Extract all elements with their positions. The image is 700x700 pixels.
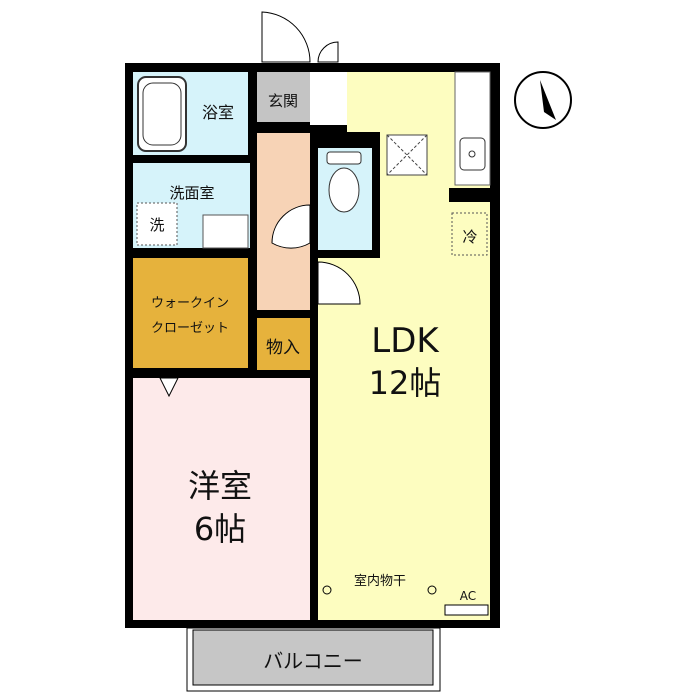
- drying-hook-icon: [427, 585, 437, 595]
- label-ldk: LDK: [371, 321, 440, 361]
- entrance: [257, 72, 310, 122]
- washer-space: [136, 202, 178, 246]
- label-ldk-size: 12帖: [369, 364, 442, 402]
- label-entrance: 玄関: [268, 92, 298, 110]
- label-storage: 物入: [266, 338, 300, 358]
- label-ac: AC: [460, 589, 476, 603]
- walkin-closet: [133, 258, 248, 368]
- pipe-space-icon: [386, 134, 428, 176]
- storage: [257, 318, 310, 370]
- ac-unit: [444, 604, 489, 616]
- toilet-icon: [326, 151, 362, 165]
- label-walkin-2: クローゼット: [151, 321, 229, 336]
- ldk: [318, 258, 490, 620]
- fridge-space: [451, 212, 488, 256]
- western-room: [133, 378, 310, 620]
- label-balcony: バルコニー: [263, 649, 363, 673]
- sink-icon: [459, 137, 486, 171]
- label-walkin-1: ウォークイン: [151, 296, 229, 311]
- label-drying: 室内物干: [354, 573, 406, 589]
- label-fridge: 冷: [462, 228, 477, 246]
- label-western: 洋室: [188, 467, 252, 505]
- entrance-door: [261, 11, 311, 63]
- label-bath: 浴室: [202, 103, 234, 122]
- ldk-door: [317, 261, 361, 305]
- entrance-shoebox: [310, 72, 347, 125]
- label-western-size: 6帖: [194, 510, 246, 548]
- label-washer: 洗: [149, 216, 164, 234]
- drying-hook-icon: [322, 585, 332, 595]
- toilet-door: [271, 204, 311, 249]
- wash-basin-icon: [202, 214, 249, 249]
- label-washroom: 洗面室: [169, 184, 214, 202]
